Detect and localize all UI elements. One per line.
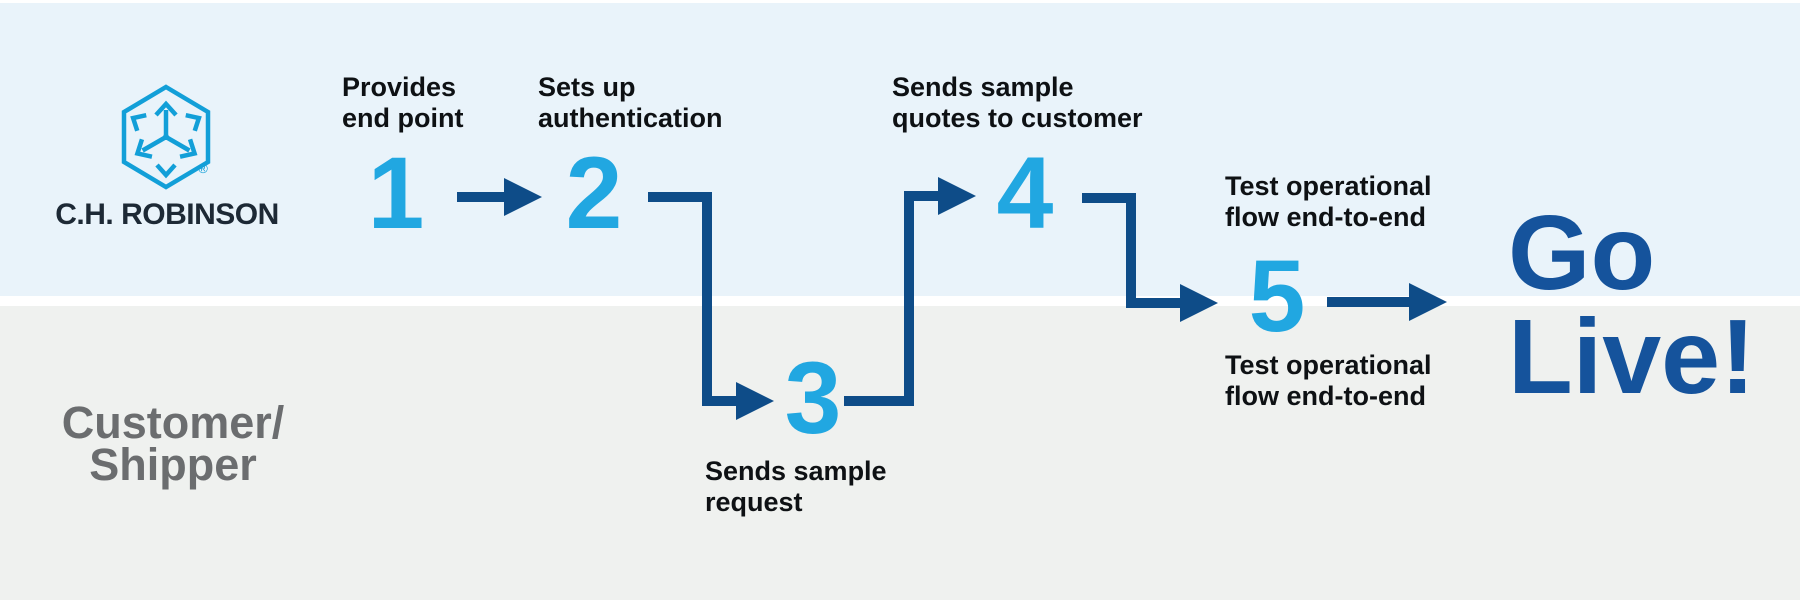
arrow-step4-to-step5 [1082,193,1218,322]
logo-chevron-upper-right [185,113,202,132]
lane-customer-shipper [0,306,1800,600]
step1-number: 1 [367,136,425,250]
customer-shipper-label: Customer/ Shipper [61,397,285,490]
arrow-step1-to-step2 [457,178,542,216]
lane-chrobinson [0,3,1800,296]
step5-label-above: Test operational flow end-to-end [1225,171,1432,232]
step3-number: 3 [784,341,842,455]
go-live-text: Go Live! [1508,194,1756,416]
chrobinson-logo-icon: ® [121,84,211,190]
step1-label: Provides end point [342,72,464,133]
step5-number: 5 [1248,239,1306,353]
step4-number: 4 [996,136,1054,250]
step4-label: Sends sample quotes to customer [892,72,1143,133]
step5-label-below: Test operational flow end-to-end [1225,350,1432,411]
step2-number: 2 [565,136,623,250]
logo-arrow-down-left [134,133,170,159]
arrow-step2-to-step3 [648,192,774,420]
logo-chevron-upper-left [130,113,147,132]
brand-wordmark: C.H. ROBINSON [55,198,279,231]
step2-label: Sets up authentication [538,72,723,133]
step3-label: Sends sample request [705,456,887,517]
logo-chevron-down [155,163,177,179]
registered-mark: ® [198,161,208,176]
arrow-step3-to-step4 [844,177,976,406]
arrow-step5-to-golive [1327,283,1447,321]
